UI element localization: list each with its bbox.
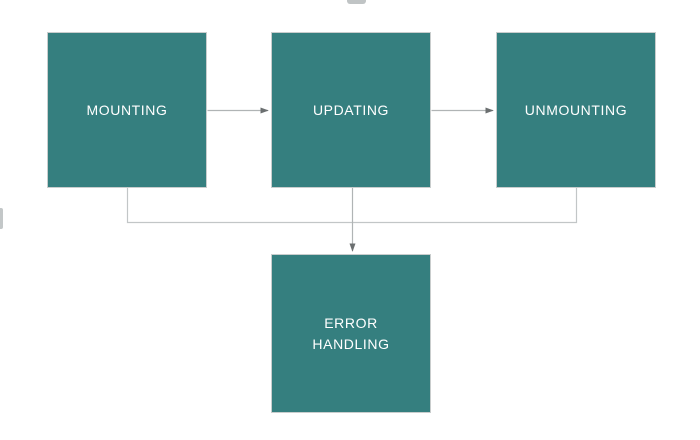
node-error-handling[interactable]: ERROR HANDLING (271, 254, 431, 413)
edge-unmounting-error (352, 188, 578, 224)
node-mounting[interactable]: MOUNTING (47, 32, 207, 188)
cropped-top-handle-artifact (347, 0, 366, 4)
node-updating-label: UPDATING (312, 101, 390, 118)
node-updating[interactable]: UPDATING (271, 32, 431, 188)
node-mounting-label: MOUNTING (86, 101, 168, 118)
edge-mounting-error (126, 188, 352, 224)
node-error-handling-label: ERROR HANDLING (312, 315, 390, 352)
cropped-left-edge-artifact (0, 208, 3, 229)
node-unmounting-label: UNMOUNTING (524, 101, 628, 118)
node-unmounting[interactable]: UNMOUNTING (496, 32, 656, 188)
